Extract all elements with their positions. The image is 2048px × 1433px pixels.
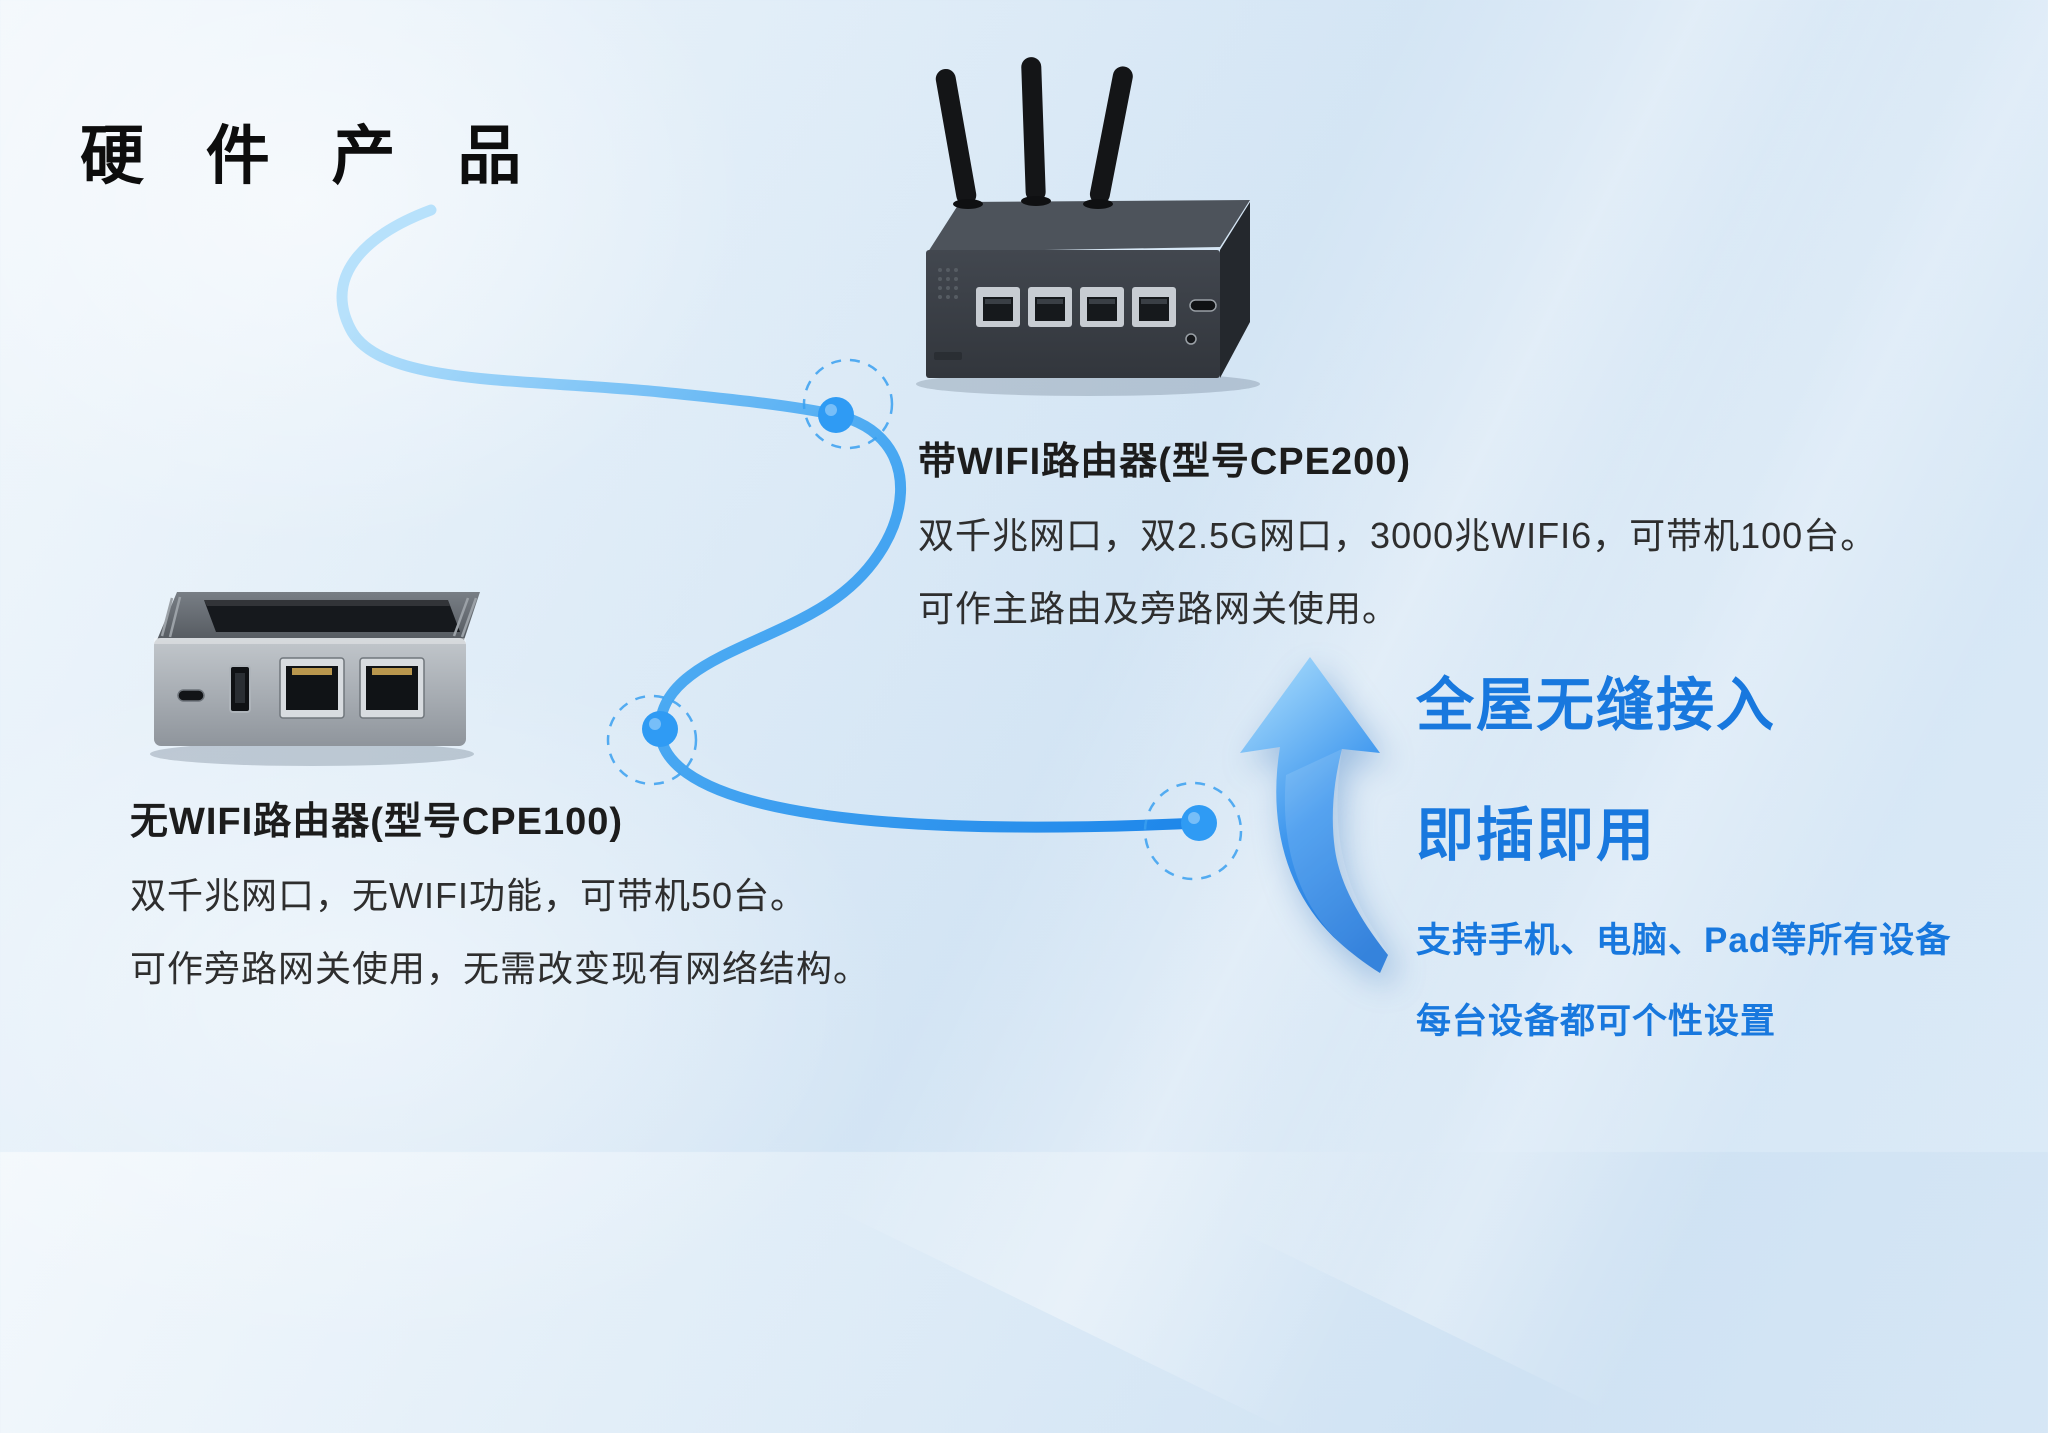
router-shadow — [150, 742, 474, 766]
cpe200-text-block: 带WIFI路由器(型号CPE200) 双千兆网口，双2.5G网口，3000兆WI… — [918, 430, 1877, 653]
dashed-circle — [802, 358, 894, 450]
screen-highlight — [204, 600, 450, 606]
dashed-circle — [1143, 781, 1243, 881]
usb-tab — [235, 673, 245, 703]
heatsink-fins — [160, 596, 478, 638]
node-dot-highlight — [1188, 812, 1200, 824]
node-dot-highlight — [825, 404, 837, 416]
cpe200-router-image — [898, 52, 1278, 400]
cpe100-text-block: 无WIFI路由器(型号CPE100) 双千兆网口，无WIFI功能，可带机50台。… — [130, 790, 870, 1013]
node-dot-icon — [642, 711, 678, 747]
router-screen — [204, 600, 460, 632]
background-glow — [0, 0, 750, 550]
reset-button — [1185, 333, 1197, 345]
highlight-subline-1: 支持手机、电脑、Pad等所有设备 — [1416, 921, 1952, 960]
antenna-icon — [935, 57, 1133, 206]
highlight-headline-1: 全屋无缝接入 — [1416, 673, 1777, 738]
cpe200-desc-line: 可作主路由及旁路网关使用。 — [918, 588, 1400, 629]
node-dot-icon — [1181, 805, 1217, 841]
page-title: 硬 件 产 品 — [80, 119, 544, 192]
highlight-subline-2: 每台设备都可个性设置 — [1416, 1002, 1777, 1041]
usbc-port — [177, 689, 205, 702]
ethernet-ports — [279, 657, 425, 719]
dashed-circle — [606, 694, 698, 786]
antenna-base — [953, 199, 983, 209]
router-top-face — [928, 200, 1250, 252]
up-arrow-icon — [1238, 655, 1408, 985]
sim-slot — [934, 352, 962, 360]
router-side-face — [1220, 202, 1250, 378]
router-front-face — [926, 250, 1220, 378]
usbc-port — [1189, 299, 1217, 312]
vent-holes — [938, 268, 958, 299]
node-dot-highlight — [649, 718, 661, 730]
node-dot-icon — [818, 397, 854, 433]
highlights-block: 全屋无缝接入 即插即用 支持手机、电脑、Pad等所有设备 每台设备都可个性设置 — [1416, 658, 1951, 1074]
ethernet-ports — [976, 287, 1176, 327]
highlight-headline-2: 即插即用 — [1416, 803, 1657, 868]
cpe200-name: 带WIFI路由器(型号CPE200) — [918, 441, 1412, 483]
cpe100-desc-line: 双千兆网口，无WIFI功能，可带机50台。 — [130, 875, 808, 916]
antenna-base — [1021, 196, 1051, 206]
cpe100-router-image — [132, 540, 492, 770]
cpe100-desc-line: 可作旁路网关使用，无需改变现有网络结构。 — [130, 948, 871, 989]
cpe200-desc-line: 双千兆网口，双2.5G网口，3000兆WIFI6，可带机100台。 — [918, 515, 1878, 556]
antenna-base — [1083, 199, 1113, 209]
front-edge-highlight — [154, 638, 466, 644]
cpe100-name: 无WIFI路由器(型号CPE100) — [130, 801, 624, 843]
